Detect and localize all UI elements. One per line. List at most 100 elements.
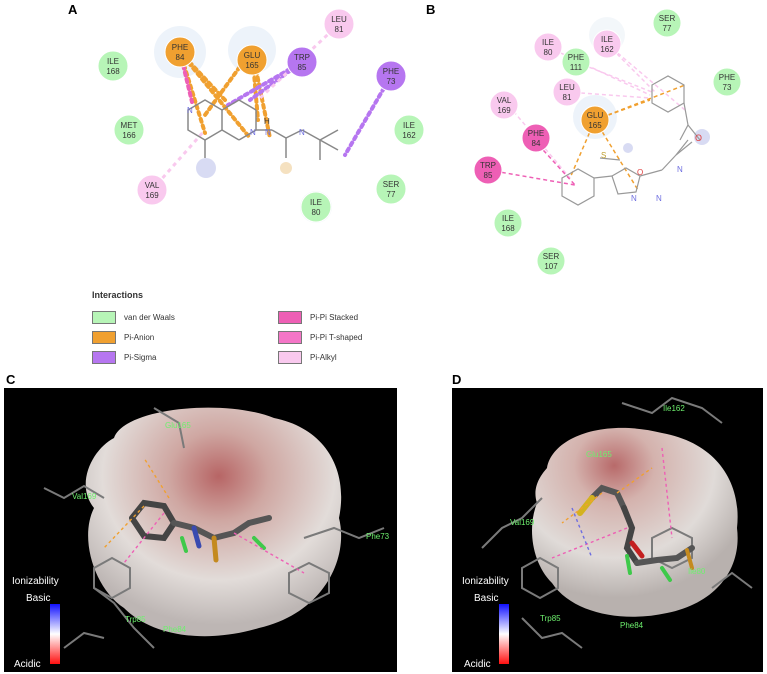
svg-text:ILE: ILE	[310, 198, 322, 207]
legend-title: Interactions	[92, 290, 144, 300]
ligand-structure	[561, 75, 701, 206]
residue-glu165: GLU 165	[580, 105, 610, 135]
ligand-atom: N	[631, 194, 637, 203]
svg-text:PHE: PHE	[719, 73, 735, 82]
ligand-atom: N	[677, 165, 683, 174]
svg-text:LEU: LEU	[559, 83, 575, 92]
residue-leu81: LEU 81	[552, 77, 582, 107]
interaction-line	[594, 84, 686, 121]
residue-label: Glu165	[586, 450, 612, 459]
svg-text:PHE: PHE	[568, 53, 584, 62]
interaction-dashes	[103, 457, 305, 574]
residue-label: Phe84	[163, 625, 187, 634]
halo	[196, 158, 216, 178]
protein-surface	[532, 427, 738, 617]
residue-trp85: TRP 85	[286, 46, 318, 78]
legend-label: Pi-Pi T-shaped	[310, 332, 363, 342]
ligand-atom: H	[264, 117, 270, 126]
residue-ser107: SER 107	[536, 246, 566, 276]
residue-leu81: LEU 81	[323, 8, 355, 40]
residue-label: Trp85	[125, 615, 146, 624]
panel-label-a: A	[68, 2, 78, 17]
interaction-line	[487, 169, 576, 186]
ionizability-basic-label: Basic	[26, 593, 50, 604]
interaction-line	[256, 22, 341, 102]
ligand-atom: N	[265, 128, 271, 137]
legend-label: Pi-Sigma	[124, 352, 157, 362]
svg-text:ILE: ILE	[502, 214, 514, 223]
surface-view-d: Ile162 Glu165 Val169 Ile80 Trp85 Phe84 I…	[452, 388, 763, 672]
residue-phe73: PHE 73	[375, 60, 407, 92]
ligand-atom: N	[250, 128, 256, 137]
interaction-line	[606, 43, 656, 93]
residue-ile162: ILE 162	[393, 114, 425, 146]
ligand-atom: N	[187, 106, 193, 115]
legend-item-pi-pi-tshaped: Pi-Pi T-shaped	[278, 330, 362, 344]
ligand-atom: N	[656, 194, 662, 203]
ligand-structure	[187, 99, 339, 160]
residue-ser77: SER 77	[375, 173, 407, 205]
legend-swatch	[92, 330, 116, 344]
svg-text:165: 165	[588, 121, 602, 130]
svg-text:PHE: PHE	[528, 129, 544, 138]
surface-view-c: Glu165 Val169 Phe73 Trp85 Phe84 Ionizabi…	[4, 388, 397, 672]
svg-text:84: 84	[176, 53, 185, 62]
residue-ile80: ILE 80	[300, 191, 332, 223]
legend-swatch	[278, 310, 302, 324]
svg-text:73: 73	[387, 77, 396, 86]
svg-text:ILE: ILE	[601, 35, 613, 44]
svg-text:77: 77	[387, 190, 396, 199]
residue-trp85: TRP 85	[473, 155, 503, 185]
ionizability-title: Ionizability	[12, 576, 59, 587]
panel-label-c: C	[6, 372, 16, 387]
residue-sticks	[43, 407, 385, 649]
svg-text:168: 168	[106, 67, 120, 76]
svg-text:TRP: TRP	[480, 161, 496, 170]
ionizability-acidic-label: Acidic	[14, 659, 41, 670]
residue-ile168: ILE 168	[493, 208, 523, 238]
legend-swatch	[92, 350, 116, 364]
legend-swatch	[278, 350, 302, 364]
svg-text:LEU: LEU	[331, 15, 347, 24]
ligand-atom: N	[299, 128, 305, 137]
svg-text:162: 162	[402, 131, 416, 140]
svg-text:SER: SER	[543, 252, 560, 261]
legend-item-vdw: van der Waals	[92, 310, 175, 324]
interaction-dashes	[551, 447, 673, 559]
residue-sticks	[481, 396, 753, 649]
svg-text:169: 169	[145, 191, 159, 200]
residue-phe84: PHE 84	[164, 36, 196, 68]
legend-label: Pi-Alkyl	[310, 352, 337, 362]
ligand-atom: S	[601, 151, 606, 160]
residue-label: Ile80	[688, 567, 706, 576]
residue-label: Glu165	[165, 421, 191, 430]
panel-label-b: B	[426, 2, 436, 17]
residue-ser77: SER 77	[652, 8, 682, 38]
halo	[623, 143, 633, 153]
svg-text:80: 80	[544, 48, 553, 57]
ligand-atom: O	[695, 133, 702, 143]
ionizability-basic-label: Basic	[474, 593, 498, 604]
svg-text:81: 81	[335, 25, 344, 34]
svg-text:85: 85	[298, 63, 307, 72]
interaction-line	[508, 105, 571, 179]
svg-text:166: 166	[122, 131, 136, 140]
svg-text:107: 107	[544, 262, 558, 271]
svg-text:ILE: ILE	[542, 38, 554, 47]
svg-text:SER: SER	[659, 14, 676, 23]
legend-swatch	[278, 330, 302, 344]
svg-text:81: 81	[563, 93, 572, 102]
residue-ile80: ILE 80	[533, 32, 563, 62]
ligand-sticks	[129, 499, 272, 563]
legend-item-pi-sigma: Pi-Sigma	[92, 350, 156, 364]
residue-label: Ile162	[663, 404, 685, 413]
residue-label: Trp85	[540, 614, 561, 623]
panel-label-d: D	[452, 372, 462, 387]
interaction-diagram-a: N N N H N PHE 84 GLU 165 TRP 85 LEU 81 P…	[97, 8, 425, 223]
ionizability-acidic-label: Acidic	[464, 659, 491, 670]
halo	[280, 162, 292, 174]
svg-text:PHE: PHE	[383, 67, 399, 76]
halo	[694, 129, 710, 145]
svg-text:165: 165	[245, 61, 259, 70]
svg-text:162: 162	[600, 45, 614, 54]
